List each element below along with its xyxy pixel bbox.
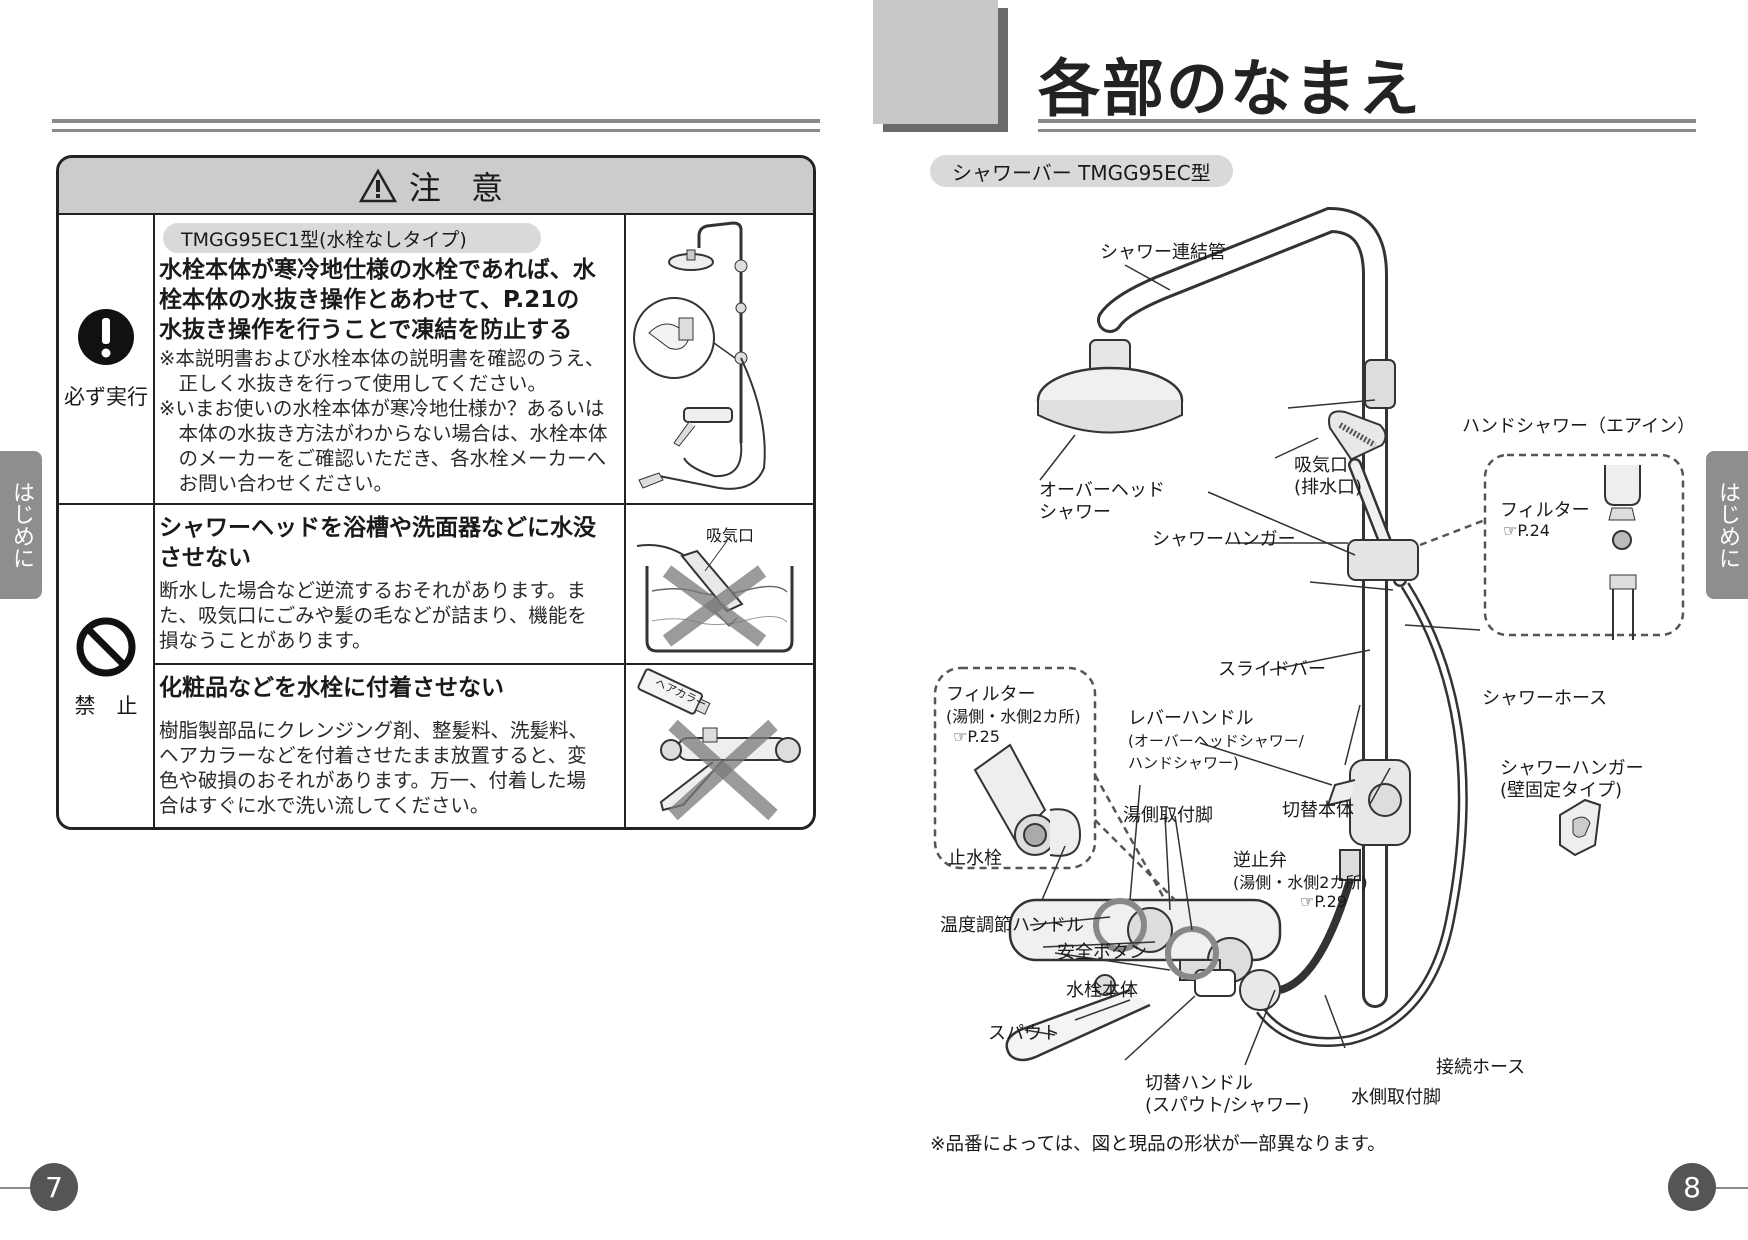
label-hot-side-leg: 湯側取付脚 [1123, 805, 1213, 826]
chapter-tab-label: はじめに [9, 481, 34, 569]
header-rule-left-secondary [52, 129, 820, 132]
label-overhead-shower: オーバーヘッド シャワー [1039, 480, 1165, 523]
label-switch-body: 切替本体 [1282, 800, 1354, 821]
caution-header: 注 意 [59, 158, 813, 215]
label-switch-handle: 切替ハンドル (スパウト/シャワー) [1145, 1073, 1310, 1116]
label-air-intake: 吸気口 (排水口) [1294, 455, 1363, 498]
caution-box: 注 意 必ず実行 TMGG95EC1型(水栓なしタイプ) 水栓本体が寒冷地仕様の… [56, 155, 816, 830]
no-cosmetics-illustration [637, 668, 801, 821]
check-valve-page-ref: ☞P.29 [1300, 892, 1347, 911]
label-faucet-body: 水栓本体 [1066, 980, 1138, 1001]
label-cold-side-leg: 水側取付脚 [1351, 1087, 1441, 1108]
caution-col-divider-1 [153, 213, 155, 827]
row1-notes: ※本説明書および水栓本体の説明書を確認のうえ、 正しく水抜きを行って使用してくだ… [159, 347, 608, 495]
page-number-right: 8 [1668, 1163, 1716, 1211]
label-safety-button: 安全ボタン [1057, 942, 1147, 963]
caution-row-divider-2 [153, 663, 813, 665]
pointing-hand-icon: ☞ [953, 727, 968, 746]
title-block [873, 0, 998, 124]
no-submersion-illustration [636, 540, 794, 653]
caution-col-divider-2 [624, 213, 626, 827]
warning-triangle-icon [358, 167, 398, 202]
label-check-valve: 逆止弁 (湯側・水側2カ所) [1233, 850, 1368, 892]
label-spout: スパウト [988, 1023, 1060, 1044]
row1-heading: 水栓本体が寒冷地仕様の水栓であれば、水 栓本体の水抜き操作とあわせて、P.21の… [159, 257, 596, 343]
filter-hand-page-ref: ☞P.24 [1503, 521, 1550, 540]
header-rule-right-secondary [1038, 129, 1696, 132]
caution-title: 注 意 [408, 168, 514, 207]
diagram-footnote: ※品番によっては、図と現品の形状が一部異なります。 [930, 1134, 1386, 1155]
mandatory-label: 必ず実行 [64, 385, 148, 409]
label-hand-shower: ハンドシャワー（エアイン） [1462, 416, 1696, 437]
chapter-tab-left[interactable]: はじめに [0, 451, 42, 599]
label-shower-hose: シャワーホース [1482, 688, 1608, 709]
row3-heading: 化粧品などを水栓に付着させない [159, 675, 504, 701]
row2-heading: シャワーヘッドを浴槽や洗面器などに水没 させない [159, 515, 596, 571]
chapter-tab-right[interactable]: はじめに [1706, 451, 1748, 599]
filter-inlet-page-ref: ☞P.25 [953, 727, 1000, 746]
prohibited-label: 禁 止 [74, 694, 138, 718]
label-shower-hanger: シャワーハンガー [1152, 529, 1296, 550]
row3-body: 樹脂製部品にクレンジング剤、整髪料、洗髪料、 ヘアカラーなどを付着させたまま放置… [159, 719, 589, 817]
page-number-left: 7 [30, 1163, 78, 1211]
label-lever-handle: レバーハンドル (オーバーヘッドシャワー/ ハンドシャワー) [1128, 708, 1304, 772]
chapter-tab-label: はじめに [1715, 481, 1740, 569]
label-wall-hanger: シャワーハンガー (壁固定タイプ) [1500, 758, 1644, 801]
drain-operation-illustration [633, 221, 766, 490]
caution-row-divider-1 [59, 503, 813, 505]
header-rule-left [52, 119, 820, 123]
exclamation-circle-icon [78, 309, 134, 365]
model-label-pill: シャワーバー TMGG95EC型 [930, 155, 1233, 187]
label-connection-hose: 接続ホース [1436, 1057, 1526, 1078]
label-temp-handle: 温度調節ハンドル [940, 915, 1084, 936]
footer-line-right [1690, 1187, 1748, 1189]
label-slide-bar: スライドバー [1218, 659, 1326, 680]
model-variant-pill: TMGG95EC1型(水栓なしタイプ) [163, 223, 541, 253]
shower-bar-diagram [933, 206, 1685, 1066]
header-rule-right [1038, 119, 1696, 123]
label-stop-valve: 止水栓 [948, 848, 1002, 869]
label-filter-hand: フィルター [1500, 500, 1590, 521]
intake-callout-label: 吸気口 [706, 526, 755, 545]
label-connecting-pipe: シャワー連結管 [1100, 242, 1226, 263]
label-filter-inlet: フィルター (湯側・水側2カ所) [946, 684, 1081, 726]
prohibition-icon [76, 617, 136, 677]
pointing-hand-icon: ☞ [1503, 521, 1518, 540]
row2-body: 断水した場合など逆流するおそれがあります。ま た、吸気口にごみや髪の毛などが詰ま… [159, 579, 587, 652]
pointing-hand-icon: ☞ [1300, 892, 1315, 911]
page-title: 各部のなまえ [1038, 52, 1423, 125]
